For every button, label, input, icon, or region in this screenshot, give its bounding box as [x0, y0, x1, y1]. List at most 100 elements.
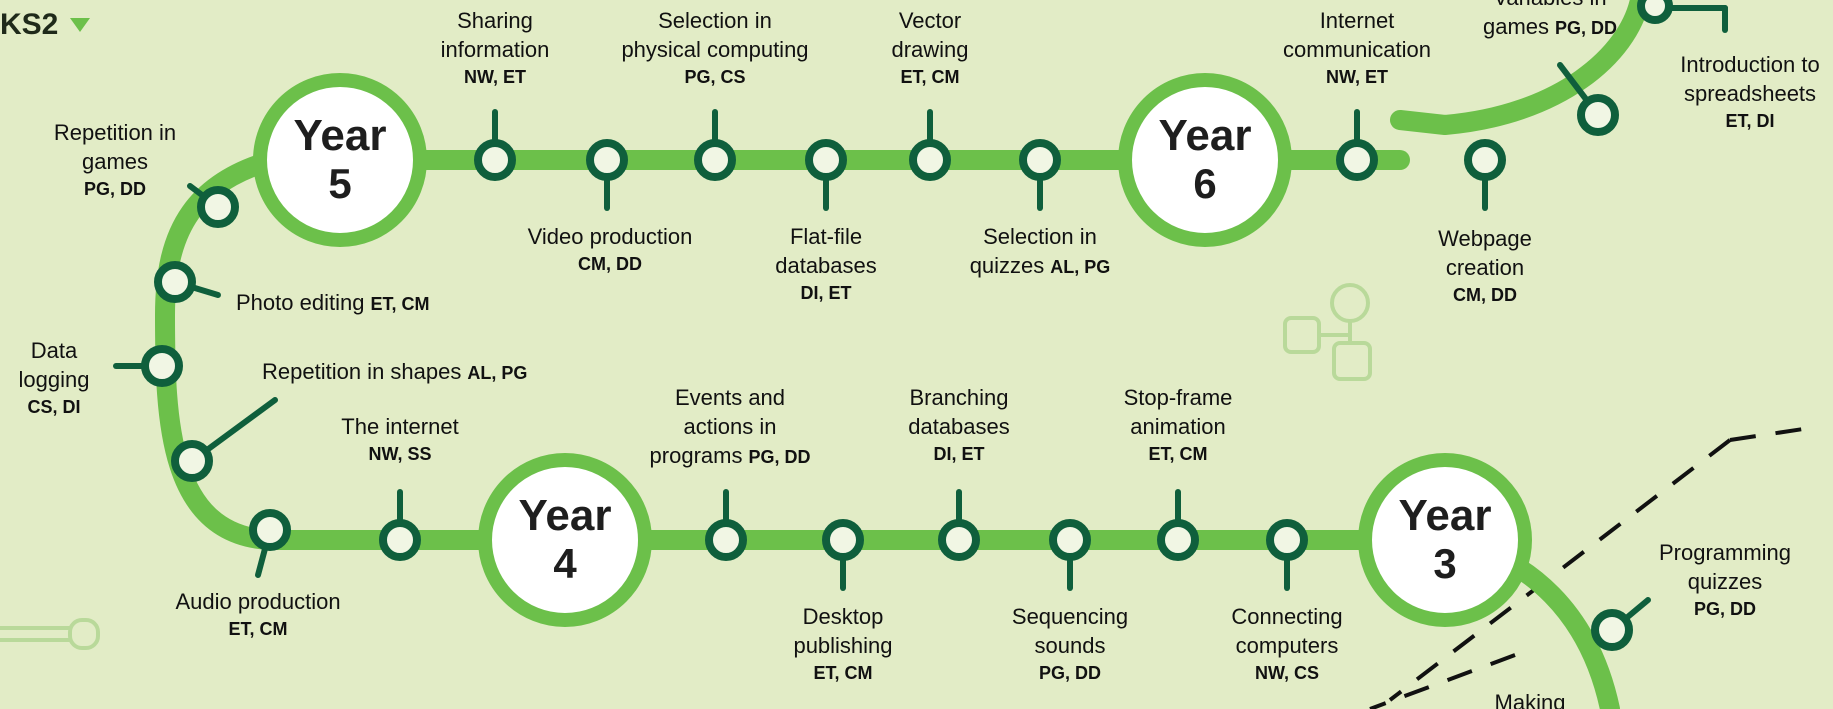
unit-codes: NW, SS — [368, 444, 432, 464]
unit-title: creation — [1445, 255, 1525, 280]
unit-label-photo-editing[interactable]: Photo editing ET, CM — [236, 288, 429, 318]
unit-title: Stop-frame — [1123, 385, 1233, 410]
year-5-hub[interactable] — [253, 73, 427, 247]
unit-label-introduction-spreadsheets[interactable]: Introduction to spreadsheets ET, DI — [1665, 50, 1833, 135]
unit-title: games — [1482, 14, 1550, 39]
station-desktop-publishing[interactable] — [822, 519, 864, 561]
station-data-logging[interactable] — [141, 345, 183, 387]
unit-label-making[interactable]: Making — [1470, 688, 1590, 709]
station-selection-physical-computing[interactable] — [694, 139, 736, 181]
station-the-internet[interactable] — [379, 519, 421, 561]
unit-codes: NW, CS — [1254, 663, 1319, 683]
unit-label-internet-communication[interactable]: Internet communication NW, ET — [1252, 6, 1462, 91]
unit-codes: AL, PG — [467, 363, 528, 383]
unit-label-programming-quizzes[interactable]: Programming quizzes PG, DD — [1640, 538, 1810, 623]
unit-codes: CS, DI — [27, 397, 81, 417]
unit-title: The internet — [341, 414, 459, 439]
unit-label-audio-production[interactable]: Audio production ET, CM — [148, 587, 368, 643]
unit-label-branching-databases[interactable]: Branching databases DI, ET — [889, 383, 1029, 468]
unit-codes: ET, CM — [813, 663, 873, 683]
unit-label-sequencing-sounds[interactable]: Sequencing sounds PG, DD — [995, 602, 1145, 687]
unit-title: Making — [1494, 690, 1566, 709]
unit-label-the-internet[interactable]: The internet NW, SS — [330, 412, 470, 468]
unit-title: Flat-file — [789, 224, 863, 249]
station-programming-quizzes[interactable] — [1591, 609, 1633, 651]
unit-label-webpage-creation[interactable]: Webpage creation CM, DD — [1420, 224, 1550, 309]
unit-title: databases — [908, 414, 1010, 439]
unit-label-stop-frame-animation[interactable]: Stop-frame animation ET, CM — [1108, 383, 1248, 468]
unit-codes: PG, DD — [1555, 18, 1618, 38]
unit-title: Internet — [1319, 8, 1395, 33]
unit-label-data-logging[interactable]: Data logging CS, DI — [4, 336, 104, 421]
year-3-hub[interactable] — [1358, 453, 1532, 627]
station-internet-communication[interactable] — [1336, 139, 1378, 181]
unit-codes: ET, CM — [370, 294, 430, 314]
unit-label-flat-file-databases[interactable]: Flat-file databases DI, ET — [756, 222, 896, 307]
unit-title: information — [440, 37, 550, 62]
station-connecting-computers[interactable] — [1266, 519, 1308, 561]
unit-codes: NW, ET — [1326, 67, 1388, 87]
unit-title: Sharing — [457, 8, 533, 33]
unit-codes: ET, CM — [1148, 444, 1208, 464]
station-selection-quizzes[interactable] — [1019, 139, 1061, 181]
unit-codes: PG, DD — [748, 447, 811, 467]
unit-codes: NW, ET — [464, 67, 526, 87]
unit-label-connecting-computers[interactable]: Connecting computers NW, CS — [1212, 602, 1362, 687]
year-hubs — [253, 73, 1532, 627]
station-events-actions[interactable] — [705, 519, 747, 561]
unit-title: Introduction to — [1680, 52, 1820, 77]
unit-label-variables-in-games[interactable]: Variables in games PG, DD — [1450, 0, 1650, 42]
station-flat-file-databases[interactable] — [805, 139, 847, 181]
unit-title: Selection in — [658, 8, 772, 33]
unit-title: Data — [30, 338, 78, 363]
station-audio-production[interactable] — [249, 509, 291, 551]
station-video-production[interactable] — [586, 139, 628, 181]
connector-icon — [0, 618, 100, 650]
station-vector-drawing[interactable] — [909, 139, 951, 181]
unit-codes: CM, DD — [578, 254, 642, 274]
year-6-hub[interactable] — [1118, 73, 1292, 247]
unit-codes: PG, DD — [1693, 599, 1756, 619]
unit-title: communication — [1283, 37, 1431, 62]
unit-title: physical computing — [621, 37, 809, 62]
unit-title: Desktop — [802, 604, 884, 629]
unit-title: quizzes — [1687, 569, 1763, 594]
unit-title: Vector — [898, 8, 962, 33]
unit-title: Variables in — [1493, 0, 1606, 12]
station-repetition-games[interactable] — [197, 186, 239, 228]
unit-title-line: programs PG, DD — [630, 441, 830, 471]
unit-title: Audio production — [175, 589, 341, 614]
station-variables-in-games[interactable] — [1577, 94, 1619, 136]
unit-label-sharing-information[interactable]: Sharing information NW, ET — [410, 6, 580, 91]
station-branching-databases[interactable] — [938, 519, 980, 561]
chevron-down-icon[interactable] — [70, 18, 90, 32]
unit-codes: PG, DD — [83, 179, 146, 199]
unit-title: sounds — [1034, 633, 1106, 658]
station-photo-editing[interactable] — [154, 261, 196, 303]
unit-label-selection-quizzes[interactable]: Selection in quizzes AL, PG — [960, 222, 1120, 281]
unit-label-vector-drawing[interactable]: Vector drawing ET, CM — [865, 6, 995, 91]
year-4-hub[interactable] — [478, 453, 652, 627]
unit-title-line: games PG, DD — [1483, 12, 1617, 42]
unit-title: Video production — [527, 224, 693, 249]
station-sequencing-sounds[interactable] — [1049, 519, 1091, 561]
unit-title-line: quizzes AL, PG — [960, 251, 1120, 281]
station-repetition-shapes[interactable] — [171, 440, 213, 482]
unit-label-selection-physical-computing[interactable]: Selection in physical computing PG, CS — [600, 6, 830, 91]
unit-title: Photo editing — [236, 290, 365, 315]
unit-title: games — [81, 149, 149, 174]
station-introduction-spreadsheets[interactable] — [1637, 0, 1673, 24]
unit-label-repetition-shapes[interactable]: Repetition in shapes AL, PG — [262, 357, 527, 387]
key-stage-label: KS2 — [0, 8, 59, 41]
unit-label-desktop-publishing[interactable]: Desktop publishing ET, CM — [773, 602, 913, 687]
unit-codes: DI, ET — [933, 444, 985, 464]
unit-label-events-actions[interactable]: Events and actions in programs PG, DD — [630, 383, 830, 471]
unit-label-repetition-games[interactable]: Repetition in games PG, DD — [40, 118, 190, 203]
unit-title: databases — [775, 253, 877, 278]
unit-title: Selection in — [983, 224, 1097, 249]
station-webpage-creation[interactable] — [1464, 139, 1506, 181]
station-stop-frame-animation[interactable] — [1157, 519, 1199, 561]
station-sharing-information[interactable] — [474, 139, 516, 181]
unit-label-video-production[interactable]: Video production CM, DD — [515, 222, 705, 278]
